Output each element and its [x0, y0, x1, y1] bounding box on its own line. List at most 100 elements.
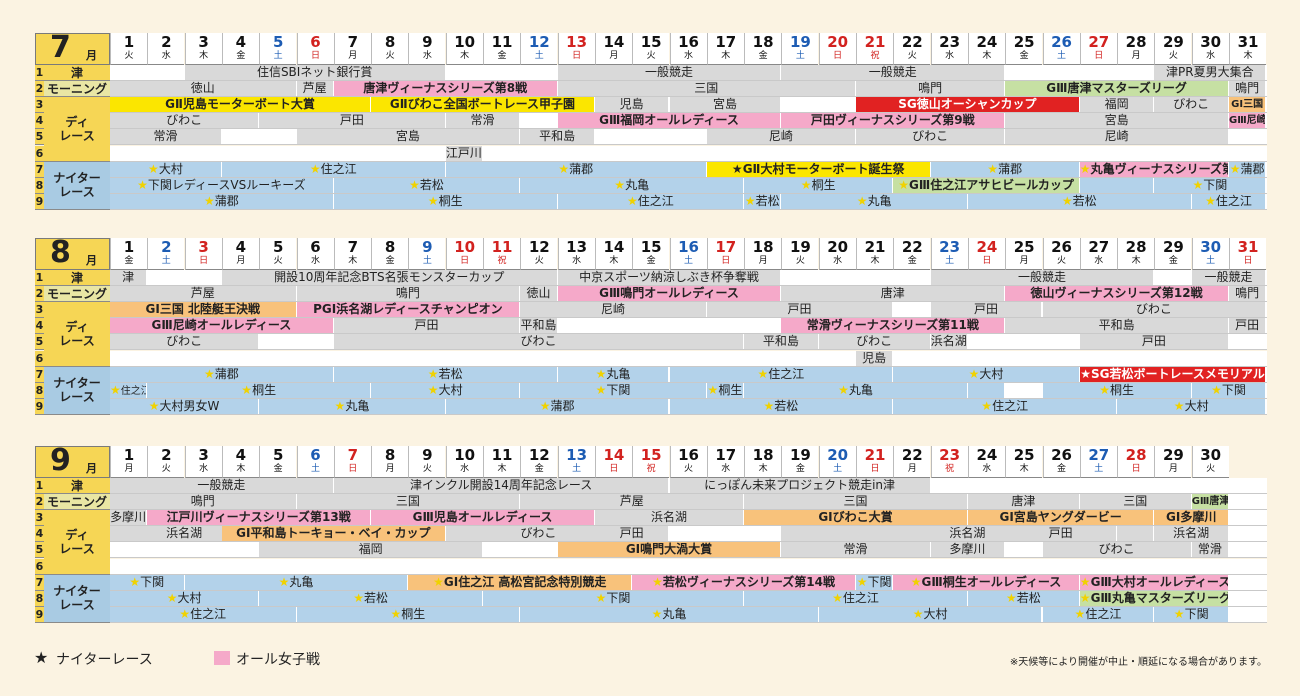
night-race-event[interactable]: ★GⅢ住之江アサヒビールカップ [893, 177, 1080, 193]
race-event[interactable]: 芦屋 [520, 494, 745, 510]
race-event[interactable]: GⅢ唐津マスターズリーグ [1005, 81, 1229, 97]
night-race-event[interactable]: ★桐生 [296, 606, 521, 622]
race-event[interactable]: 戸田 [930, 302, 1043, 318]
race-event[interactable]: GⅠ鳴門大渦大賞 [557, 542, 782, 558]
race-event[interactable]: 戸田 [333, 318, 521, 334]
race-event[interactable]: 平和島 [1005, 318, 1229, 334]
race-event[interactable]: GⅠ三国 北陸艇王決戦 [110, 302, 297, 318]
night-race-event[interactable]: ★蒲郡 [930, 161, 1080, 177]
race-event[interactable]: 開設10周年記念BTS名張モンスターカップ [221, 270, 558, 285]
race-event[interactable]: 三国 [1079, 494, 1192, 510]
race-event[interactable]: GⅢ唐津 [1191, 494, 1229, 510]
race-event[interactable]: 一般競走 [110, 478, 334, 493]
night-race-event[interactable]: ★下関レディースVSルーキーズ [110, 177, 334, 193]
race-event[interactable]: 唐津ヴィーナスシリーズ第8戦 [333, 81, 558, 97]
race-event[interactable]: 浜名湖 [1154, 526, 1229, 542]
race-event[interactable]: びわこ [333, 334, 745, 350]
race-event[interactable]: 三国 [296, 494, 521, 510]
race-event[interactable]: 徳山 [520, 286, 558, 302]
race-event[interactable] [669, 526, 782, 542]
night-race-event[interactable]: ★住之江 [744, 590, 968, 606]
night-race-event[interactable]: ★GⅢ桐生オールレディース [893, 574, 1080, 590]
race-event[interactable]: 浜名湖 [930, 334, 968, 350]
night-race-event[interactable]: ★下関 [483, 590, 745, 606]
night-race-event[interactable]: ★蒲郡 [445, 161, 707, 177]
race-event[interactable]: GⅢ児島オールレディース [371, 510, 595, 526]
night-race-event[interactable]: ★丸亀 [520, 177, 745, 193]
race-event[interactable]: GⅢ尼崎 [1229, 113, 1267, 129]
race-event[interactable]: 一般競走 [1191, 270, 1267, 285]
race-event[interactable]: 江戸川 [445, 145, 483, 161]
race-event[interactable] [1079, 177, 1155, 193]
race-event[interactable]: 常滑 [781, 542, 931, 558]
night-race-event[interactable]: ★桐生 [147, 382, 372, 398]
race-event[interactable]: 津 [110, 270, 148, 285]
race-event[interactable] [967, 334, 1080, 350]
night-race-event[interactable]: ★丸亀 [184, 574, 409, 590]
night-race-event[interactable]: ★大村 [110, 590, 260, 606]
night-race-event[interactable]: ★住之江 [669, 366, 894, 382]
race-event[interactable]: GⅢ福岡オールレディース [557, 113, 782, 129]
race-event[interactable]: びわこ [1154, 97, 1229, 113]
race-event[interactable]: GⅡびわこ全国ボートレース甲子園 [371, 97, 595, 113]
night-race-event[interactable]: ★住之江 [1042, 606, 1155, 622]
race-event[interactable] [445, 65, 558, 80]
night-race-event[interactable]: ★下関 [110, 574, 185, 590]
race-event[interactable]: GⅠ多摩川 [1154, 510, 1229, 526]
night-race-event[interactable]: ★SG若松ボートレースメモリアル [1079, 366, 1267, 382]
race-event[interactable]: 戸田 [259, 113, 446, 129]
race-event[interactable]: びわこ [1042, 542, 1192, 558]
race-event[interactable]: 芦屋 [296, 81, 334, 97]
race-event[interactable] [483, 542, 558, 558]
night-race-event[interactable]: ★若松 [333, 366, 558, 382]
race-event[interactable]: 常滑ヴィーナスシリーズ第11戦 [781, 318, 1006, 334]
race-event[interactable]: 常滑 [110, 129, 222, 145]
night-race-event[interactable]: ★若松 [967, 193, 1192, 209]
night-race-event[interactable]: ★大村 [371, 382, 521, 398]
night-race-event[interactable]: ★下関 [1154, 606, 1229, 622]
race-event[interactable]: GⅢ尼崎オールレディース [110, 318, 334, 334]
race-event[interactable]: 唐津 [967, 494, 1080, 510]
race-event[interactable]: 一般競走 [781, 65, 1006, 80]
race-event[interactable]: PGⅠ浜名湖レディースチャンピオン [296, 302, 521, 318]
night-race-event[interactable]: ★住之江 [557, 193, 745, 209]
night-race-event[interactable]: ★桐生 [333, 193, 558, 209]
race-event[interactable]: 常滑 [1191, 542, 1229, 558]
night-race-event[interactable]: ★若松ヴィーナスシリーズ第14戦 [632, 574, 856, 590]
night-race-event[interactable]: ★丸亀ヴィーナスシリーズ第10戦 [1079, 161, 1229, 177]
race-event[interactable] [259, 334, 334, 350]
night-race-event[interactable]: ★住之江 [110, 382, 148, 398]
race-event[interactable]: 鳴門 [110, 494, 297, 510]
race-event[interactable]: びわこ [110, 113, 260, 129]
night-race-event[interactable]: ★若松 [967, 590, 1080, 606]
race-event[interactable]: 津インクル開設14周年記念レース [333, 478, 670, 493]
race-event[interactable]: 中京スポーツ納涼しぶき杯争奪戦 [557, 270, 782, 285]
race-event[interactable]: 浜名湖 [594, 510, 745, 526]
race-event[interactable]: 多摩川 [930, 542, 1006, 558]
night-race-event[interactable]: ★GⅡ大村モーターボート誕生祭 [706, 161, 931, 177]
race-event[interactable]: びわこ [818, 334, 931, 350]
night-race-event[interactable]: ★若松 [259, 590, 483, 606]
night-race-event[interactable]: ★住之江 [893, 398, 1118, 414]
night-race-event[interactable]: ★下関 [520, 382, 707, 398]
night-race-event[interactable]: ★丸亀 [557, 366, 670, 382]
race-event[interactable]: 一般競走 [557, 65, 782, 80]
race-event[interactable] [967, 382, 1006, 398]
race-event[interactable]: 一般競走 [930, 270, 1155, 285]
night-race-event[interactable]: ★大村 [893, 366, 1080, 382]
race-event[interactable] [1005, 65, 1155, 80]
night-race-event[interactable]: ★桐生 [1042, 382, 1192, 398]
race-event[interactable]: にっぽん未来プロジェクト競走in津 [669, 478, 931, 493]
race-event[interactable]: GⅠ三国 [1229, 97, 1267, 113]
race-event[interactable]: 尼崎 [1005, 129, 1229, 145]
race-event[interactable]: 戸田 [1079, 334, 1229, 350]
night-race-event[interactable]: ★若松 [669, 398, 894, 414]
race-event[interactable]: 常滑 [445, 113, 521, 129]
race-event[interactable]: 戸田 [1229, 318, 1267, 334]
race-event[interactable] [781, 97, 856, 113]
race-event[interactable]: GⅡ児島モーターボート大賞 [110, 97, 372, 113]
night-race-event[interactable]: ★下関 [1191, 382, 1267, 398]
night-race-event[interactable]: ★若松 [333, 177, 521, 193]
night-race-event[interactable]: ★蒲郡 [445, 398, 670, 414]
night-race-event[interactable]: ★大村 [110, 161, 222, 177]
